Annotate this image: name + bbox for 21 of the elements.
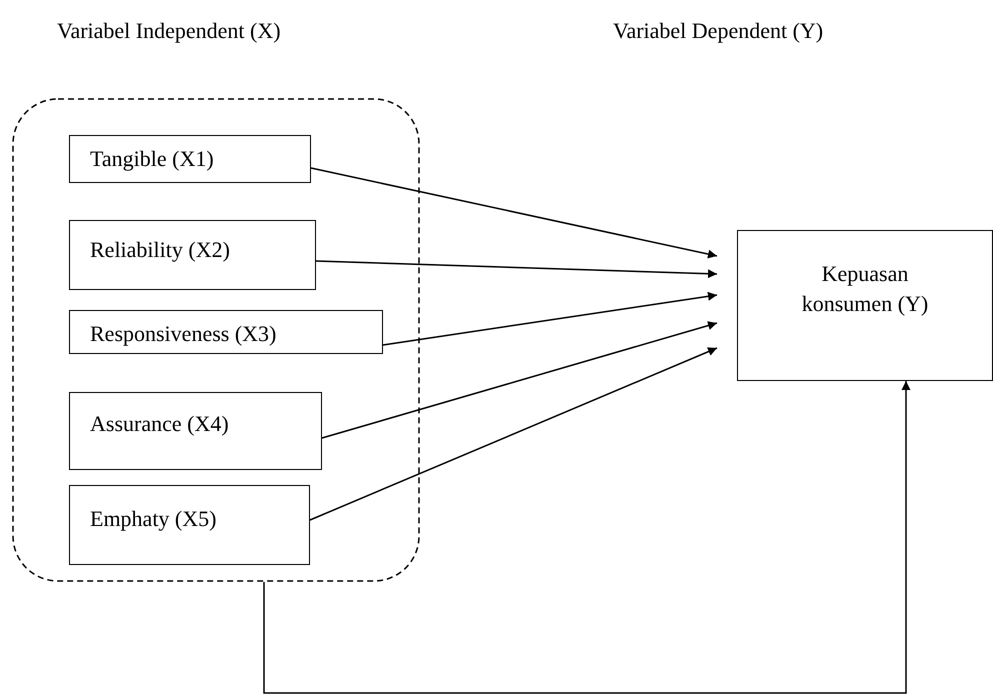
dashed-group-box bbox=[12, 98, 420, 582]
arrow bbox=[322, 321, 718, 439]
variable-box bbox=[737, 230, 993, 381]
variable-label: Kepuasan konsumen (Y) bbox=[800, 260, 930, 318]
variable-label: Emphaty (X5) bbox=[90, 505, 216, 533]
variable-label: Tangible (X1) bbox=[90, 145, 214, 173]
heading: Variabel Independent (X) bbox=[57, 18, 281, 44]
variable-box bbox=[69, 392, 322, 470]
arrow bbox=[310, 167, 718, 258]
variable-label: Reliability (X2) bbox=[90, 236, 230, 264]
arrow bbox=[316, 260, 718, 278]
variable-label: Assurance (X4) bbox=[90, 410, 229, 438]
variable-box bbox=[69, 485, 310, 565]
variable-box bbox=[69, 310, 383, 354]
variable-label: Responsiveness (X3) bbox=[90, 320, 276, 348]
variable-box bbox=[69, 135, 311, 183]
variable-box bbox=[69, 220, 316, 290]
arrow bbox=[263, 381, 910, 694]
arrow bbox=[310, 347, 718, 521]
heading: Variabel Dependent (Y) bbox=[613, 18, 824, 44]
arrow bbox=[382, 292, 718, 346]
